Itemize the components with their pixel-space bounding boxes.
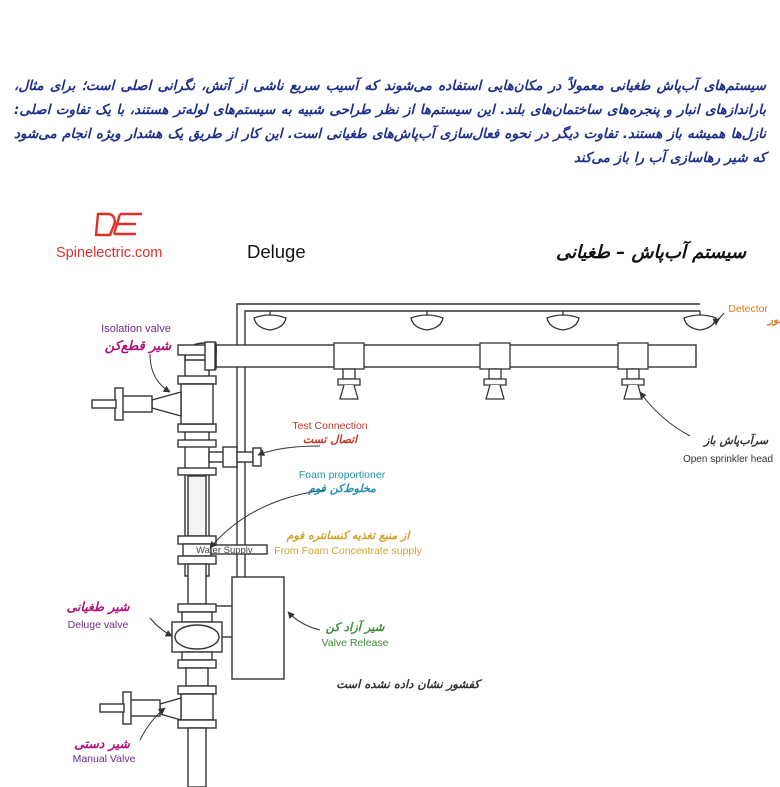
foam-proportioner-en: Foam proportioner xyxy=(299,469,386,481)
detector xyxy=(253,311,287,331)
foam-supply-en: From Foam Concentrate supply xyxy=(274,545,422,557)
detector xyxy=(546,311,580,331)
logo-text: Spinelectric.com xyxy=(56,245,162,261)
foam-proportioner-fa: مخلوط‌کن فوم xyxy=(307,482,376,495)
label-test-connection: Test Connection اتصال تست xyxy=(292,420,367,446)
valve-release-en: Valve Release xyxy=(322,637,389,649)
manual-valve-en: Manual Valve xyxy=(73,753,136,765)
water-supply-label: Water Supply xyxy=(196,545,253,556)
label-foam-supply: از منبع تغذیه کنسانتره فوم From Foam Con… xyxy=(274,529,422,557)
open-sprinkler-fa: سرآب‌پاش باز xyxy=(702,433,769,447)
label-isolation-valve: Isolation valve شیر قطع‌کن xyxy=(101,323,172,354)
detector-fa: دتکتور xyxy=(766,314,780,326)
open-sprinkler-head xyxy=(479,342,511,400)
valve-release-fa: شیر آزاد کن xyxy=(326,619,386,635)
logo: Spinelectric.com xyxy=(56,212,162,261)
test-connection-valve xyxy=(208,446,262,468)
logo-mark xyxy=(94,212,142,237)
test-connection-en: Test Connection xyxy=(292,420,367,432)
isolation-valve-fa: شیر قطع‌کن xyxy=(105,339,173,354)
label-deluge-valve: شیر طغیانی Deluge valve xyxy=(67,599,130,631)
open-sprinkler-en: Open sprinkler head xyxy=(683,454,773,465)
detector-en: Detector xyxy=(728,303,768,315)
valve-release-box xyxy=(231,576,285,680)
open-sprinkler-head xyxy=(333,342,365,400)
label-open-sprinkler: سرآب‌پاش باز Open sprinkler head xyxy=(683,433,773,465)
detector xyxy=(410,311,444,331)
foam-supply-fa: از منبع تغذیه کنسانتره فوم xyxy=(286,529,412,542)
isolation-valve xyxy=(91,375,217,433)
deluge-valve-fa: شیر طغیانی xyxy=(67,599,130,615)
deluge-valve-en: Deluge valve xyxy=(68,619,129,631)
intro-paragraph: سیستم‌های آب‌پاش طغیانی معمولاً در مکان‌… xyxy=(14,78,766,166)
manual-valve xyxy=(99,667,217,787)
detector-line xyxy=(236,303,700,580)
label-detector: Detector دتکتور xyxy=(728,303,780,326)
label-foam-proportioner: Foam proportioner مخلوط‌کن فوم xyxy=(299,469,386,495)
open-sprinkler-head xyxy=(617,342,649,400)
detector-not-shown-note: کفشور نشان داده نشده است xyxy=(336,677,482,692)
deluge-valve xyxy=(171,603,232,669)
isolation-valve-en: Isolation valve xyxy=(101,323,171,335)
leader-lines xyxy=(139,312,725,741)
foam-proportioner xyxy=(177,535,268,565)
title-en: Deluge xyxy=(247,241,306,262)
test-connection-fa: اتصال تست xyxy=(303,433,359,446)
label-manual-valve: شیر دستی Manual Valve xyxy=(73,736,136,765)
label-valve-release: شیر آزاد کن Valve Release xyxy=(322,619,389,649)
title-fa: سیستم آب‌پاش – طغیانی xyxy=(556,240,747,263)
detectors xyxy=(253,311,717,331)
sprinkler-heads xyxy=(333,342,649,400)
manual-valve-fa: شیر دستی xyxy=(74,736,130,752)
detector xyxy=(683,311,717,331)
